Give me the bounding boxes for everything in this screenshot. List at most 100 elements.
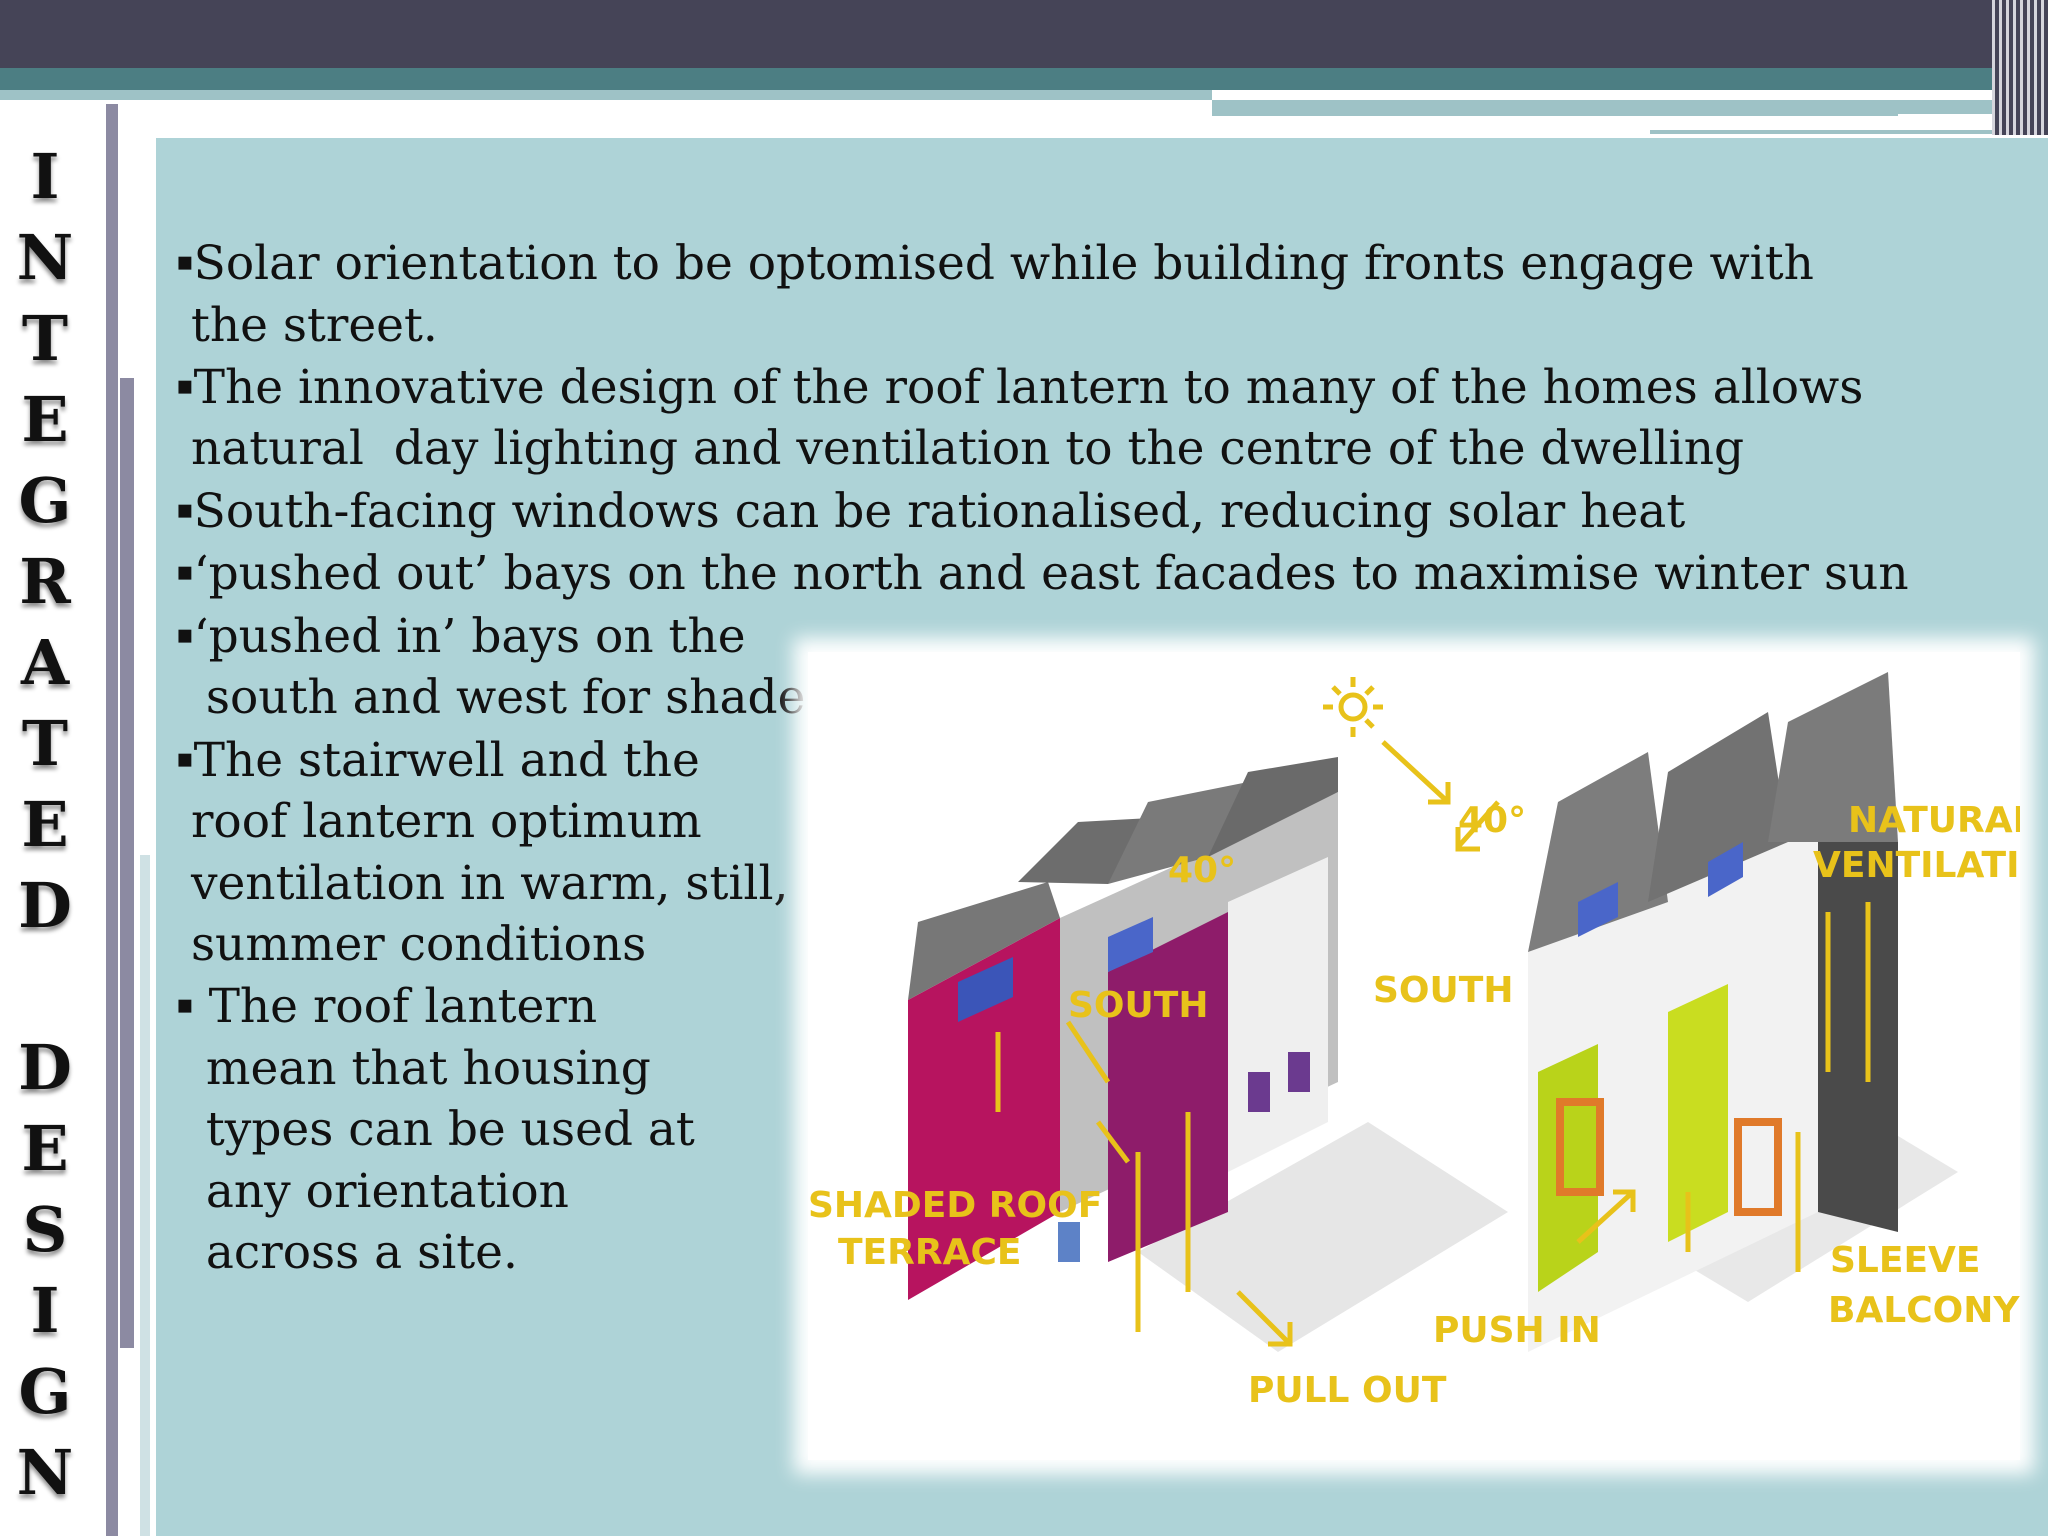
- right-block-lime-bay: [1538, 1044, 1598, 1292]
- left-vertical-bar: [106, 104, 118, 1536]
- annotation-south-left: SOUTH: [1068, 985, 1208, 1026]
- left-solar-panel: [958, 957, 1013, 1022]
- bullet-text: South-facing windows can be rationalised…: [193, 483, 1686, 539]
- annotation-shaded-roof-terrace: TERRACE: [838, 1232, 1021, 1273]
- bullet-text: summer conditions: [176, 917, 647, 973]
- title-letter: E: [21, 1112, 69, 1185]
- left-inner-vertical-bar: [120, 378, 134, 1348]
- bullet-text: The stairwell and the: [193, 732, 700, 788]
- sun-arrow: [1381, 740, 1451, 805]
- right-block-lime-bay: [1668, 984, 1728, 1242]
- bullet-item-south-windows: ▪South-facing windows can be rationalise…: [176, 480, 1909, 543]
- bullet-continuation: roof lantern optimum: [176, 791, 1909, 852]
- bullet-text: roof lantern optimum: [176, 794, 702, 850]
- bullet-marker: ▪: [176, 494, 194, 525]
- ground-shadow: [1138, 1122, 1508, 1352]
- orange-bay-frame: [1734, 1118, 1782, 1216]
- bullet-continuation: mean that housing: [176, 1038, 1909, 1099]
- left-roof: [908, 882, 1060, 1000]
- bullet-item-pushed-in-bays: ▪‘pushed in’ bays on the: [176, 605, 1909, 668]
- right-roof: [1648, 712, 1788, 902]
- bullet-marker: ▪: [176, 743, 194, 774]
- title-letter: A: [20, 626, 70, 699]
- annotation-natural-ventilation: VENTILATION: [1813, 845, 2020, 886]
- title-letter: E: [21, 788, 69, 861]
- title-letter: E: [21, 383, 69, 456]
- annotation-angle-right: 40°: [1458, 800, 1526, 841]
- bullet-continuation: across a site.: [176, 1222, 1909, 1283]
- bullet-continuation: the street.: [176, 295, 1909, 356]
- annotation-angle-left: 40°: [1168, 850, 1236, 891]
- left-solar-panel: [1108, 917, 1153, 972]
- sketch-lines: [1685, 902, 1871, 1272]
- title-letter: T: [21, 707, 69, 780]
- annotation-sleeve-balcony: BALCONY: [1828, 1290, 2020, 1331]
- right-solar-panel: [1708, 842, 1743, 897]
- sketch-lines: [995, 1020, 1191, 1332]
- right-roof: [1528, 752, 1668, 952]
- window: [1288, 1052, 1310, 1092]
- left-block-white-wall: [1228, 857, 1328, 1172]
- housing-sketch-illustration: 40° 40° SOUTH SOUTH NATURAL VENTILATION …: [808, 652, 2020, 1460]
- vertical-side-title: I N T E G R A T E D D E S I G N: [0, 136, 90, 1513]
- header-right-thin-line: [1212, 112, 1898, 116]
- title-letter: S: [22, 1193, 68, 1266]
- annotation-sleeve-balcony: SLEEVE: [1830, 1240, 1981, 1281]
- bullet-text: The roof lantern: [193, 979, 598, 1035]
- title-letter: G: [18, 1355, 72, 1428]
- bullet-marker: ▪: [176, 557, 194, 588]
- header-teal-stripe: [0, 68, 2048, 90]
- bullet-item-stairwell: ▪The stairwell and the: [176, 729, 1909, 792]
- bullet-text: ventilation in warm, still,: [176, 855, 789, 911]
- bullet-item-solar-orientation: ▪Solar orientation to be optomised while…: [176, 232, 1909, 295]
- header-right-short-line: [1650, 130, 2010, 134]
- title-letter: G: [18, 464, 72, 537]
- left-roof: [1108, 782, 1248, 884]
- bullet-marker: ▪: [176, 990, 194, 1021]
- title-letter: N: [16, 1436, 74, 1509]
- bullet-item-roof-lantern-design: ▪The innovative design of the roof lante…: [176, 356, 1909, 419]
- title-letter: R: [19, 545, 71, 618]
- annotation-natural-ventilation: NATURAL: [1848, 800, 2020, 841]
- title-letter: N: [16, 221, 74, 294]
- left-block-purple-bay: [1108, 912, 1228, 1262]
- orange-bay-frame: [1556, 1098, 1604, 1196]
- left-pale-vertical-bar: [140, 855, 150, 1536]
- title-letter-gap: [0, 946, 90, 1027]
- sun-rays: [1323, 677, 1383, 737]
- bullet-text: any orientation: [176, 1163, 569, 1219]
- bullet-marker: ▪: [176, 247, 194, 277]
- annotation-push-in: PUSH IN: [1433, 1310, 1601, 1351]
- bullet-marker: ▪: [176, 370, 194, 401]
- annotation-pull-out: PULL OUT: [1248, 1370, 1447, 1411]
- housing-sketch-svg: 40° 40° SOUTH SOUTH NATURAL VENTILATION …: [808, 672, 2020, 1411]
- top-header-band: [0, 0, 2048, 68]
- header-right-stripe: [1212, 100, 2048, 114]
- bullet-text: ‘pushed out’ bays on the north and east …: [193, 546, 1909, 602]
- bullet-text: across a site.: [176, 1225, 518, 1281]
- bullet-text: types can be used at: [176, 1102, 695, 1158]
- bullet-item-pushed-out-bays: ▪‘pushed out’ bays on the north and east…: [176, 542, 1909, 605]
- title-letter: D: [18, 869, 72, 942]
- title-letter: I: [30, 1274, 60, 1347]
- bullet-continuation: south and west for shade.: [176, 667, 1909, 728]
- push-in-arrow: [1576, 1189, 1636, 1244]
- corner-stripes-decoration: [1992, 0, 2048, 135]
- bullet-continuation: types can be used at: [176, 1099, 1909, 1160]
- south-arrow: [1455, 800, 1500, 852]
- bullet-text: south and west for shade.: [176, 670, 821, 726]
- bullet-continuation: any orientation: [176, 1161, 1909, 1222]
- bullet-list: ▪Solar orientation to be optomised while…: [176, 232, 1909, 1284]
- bullet-continuation: ventilation in warm, still,: [176, 853, 1909, 914]
- bullet-continuation: natural day lighting and ventilation to …: [176, 418, 1909, 479]
- left-roof: [1208, 757, 1338, 857]
- bullet-text: The innovative design of the roof lanter…: [193, 360, 1864, 415]
- right-roof: [1768, 672, 1898, 842]
- bullet-item-roof-lantern-orientation: ▪ The roof lantern: [176, 975, 1909, 1038]
- bullet-marker: ▪: [176, 619, 194, 650]
- title-letter: I: [30, 140, 60, 213]
- bullet-text: natural day lighting and ventilation to …: [176, 421, 1745, 477]
- bullet-text: Solar orientation to be optomised while …: [193, 236, 1814, 292]
- left-block-magenta-end: [908, 918, 1060, 1300]
- left-roof: [1018, 817, 1168, 884]
